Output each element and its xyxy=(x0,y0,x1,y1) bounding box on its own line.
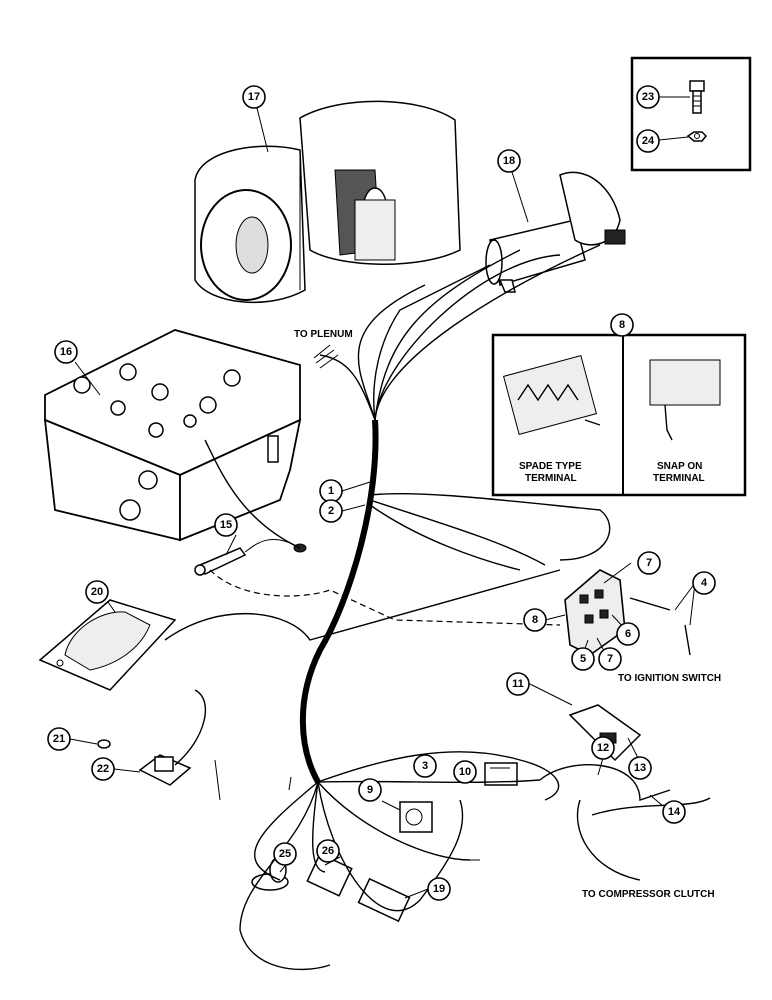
callout-23: 23 xyxy=(636,85,660,109)
svg-text:5: 5 xyxy=(580,653,586,665)
spade-type-label-1: SPADE TYPE xyxy=(519,461,582,472)
motor-part xyxy=(485,171,626,293)
svg-text:25: 25 xyxy=(279,848,291,860)
callout-16: 16 xyxy=(54,340,78,364)
callout-7a: 7 xyxy=(637,551,661,575)
bolt-part xyxy=(689,80,705,114)
callout-17: 17 xyxy=(242,85,266,109)
svg-text:20: 20 xyxy=(91,586,103,598)
snap-on-label-1: SNAP ON xyxy=(657,461,702,472)
relay-part xyxy=(194,543,307,576)
spade-type-label-2: TERMINAL xyxy=(525,473,577,484)
svg-text:19: 19 xyxy=(433,883,445,895)
svg-text:10: 10 xyxy=(459,766,471,778)
svg-text:11: 11 xyxy=(512,678,524,690)
callout-8a: 8 xyxy=(610,313,634,337)
svg-text:2: 2 xyxy=(328,505,334,517)
main-harness xyxy=(299,419,379,784)
svg-text:12: 12 xyxy=(597,742,609,754)
callout-9: 9 xyxy=(358,778,382,802)
callout-26: 26 xyxy=(316,839,340,863)
callout-5: 5 xyxy=(571,647,595,671)
callout-13: 13 xyxy=(628,756,652,780)
evaporator-box xyxy=(43,329,302,542)
svg-text:15: 15 xyxy=(220,519,232,531)
svg-text:6: 6 xyxy=(625,628,631,640)
callout-20: 20 xyxy=(85,580,109,604)
callout-15: 15 xyxy=(214,513,238,537)
svg-text:9: 9 xyxy=(367,784,373,796)
callout-14: 14 xyxy=(662,800,686,824)
svg-text:24: 24 xyxy=(642,135,655,147)
callout-18: 18 xyxy=(497,149,521,173)
svg-text:4: 4 xyxy=(701,577,708,589)
ignition-wire-b xyxy=(684,624,691,656)
svg-text:21: 21 xyxy=(53,733,65,745)
callout-24: 24 xyxy=(636,129,660,153)
nut-part xyxy=(686,131,708,142)
outlet-part xyxy=(357,877,411,923)
bulb-part xyxy=(97,739,111,749)
callout-22: 22 xyxy=(91,757,115,781)
svg-text:8: 8 xyxy=(532,614,538,626)
callout-21: 21 xyxy=(47,727,71,751)
svg-text:8: 8 xyxy=(619,319,625,331)
dome-lamp xyxy=(38,599,177,691)
lighter-part xyxy=(306,852,353,897)
svg-text:13: 13 xyxy=(634,762,646,774)
callout-1: 1 xyxy=(319,479,343,503)
callout-7b: 7 xyxy=(598,647,622,671)
dashed-link xyxy=(209,569,561,626)
ignition-wire-a xyxy=(629,597,671,611)
callout-4: 4 xyxy=(692,571,716,595)
svg-text:22: 22 xyxy=(97,763,109,775)
terminal-inset xyxy=(491,333,747,497)
svg-text:17: 17 xyxy=(248,91,260,103)
svg-text:26: 26 xyxy=(322,845,334,857)
to-ignition-switch-label: TO IGNITION SWITCH xyxy=(618,673,721,684)
hardware-inset-box xyxy=(630,56,752,172)
svg-text:23: 23 xyxy=(642,91,654,103)
svg-text:1: 1 xyxy=(328,485,334,497)
callout-2: 2 xyxy=(319,499,343,523)
snap-on-label-2: TERMINAL xyxy=(653,473,705,484)
svg-text:7: 7 xyxy=(607,653,613,665)
rotary-switch xyxy=(399,801,433,833)
callout-19: 19 xyxy=(427,877,451,901)
fan-switch xyxy=(484,762,518,786)
svg-text:7: 7 xyxy=(646,557,652,569)
lamp-switch xyxy=(138,754,192,786)
callout-3: 3 xyxy=(413,754,437,778)
terminal-block xyxy=(564,569,626,656)
svg-text:18: 18 xyxy=(503,155,515,167)
svg-text:16: 16 xyxy=(60,346,72,358)
callout-8b: 8 xyxy=(523,608,547,632)
callout-25: 25 xyxy=(273,842,297,866)
callout-6: 6 xyxy=(616,622,640,646)
svg-text:14: 14 xyxy=(668,806,681,818)
svg-text:3: 3 xyxy=(422,760,428,772)
to-plenum-label: TO PLENUM xyxy=(294,329,353,340)
callout-11: 11 xyxy=(506,672,530,696)
callout-10: 10 xyxy=(453,760,477,784)
to-compressor-clutch-label: TO COMPRESSOR CLUTCH xyxy=(582,889,715,900)
callout-12: 12 xyxy=(591,736,615,760)
blower-assembly xyxy=(194,100,461,304)
